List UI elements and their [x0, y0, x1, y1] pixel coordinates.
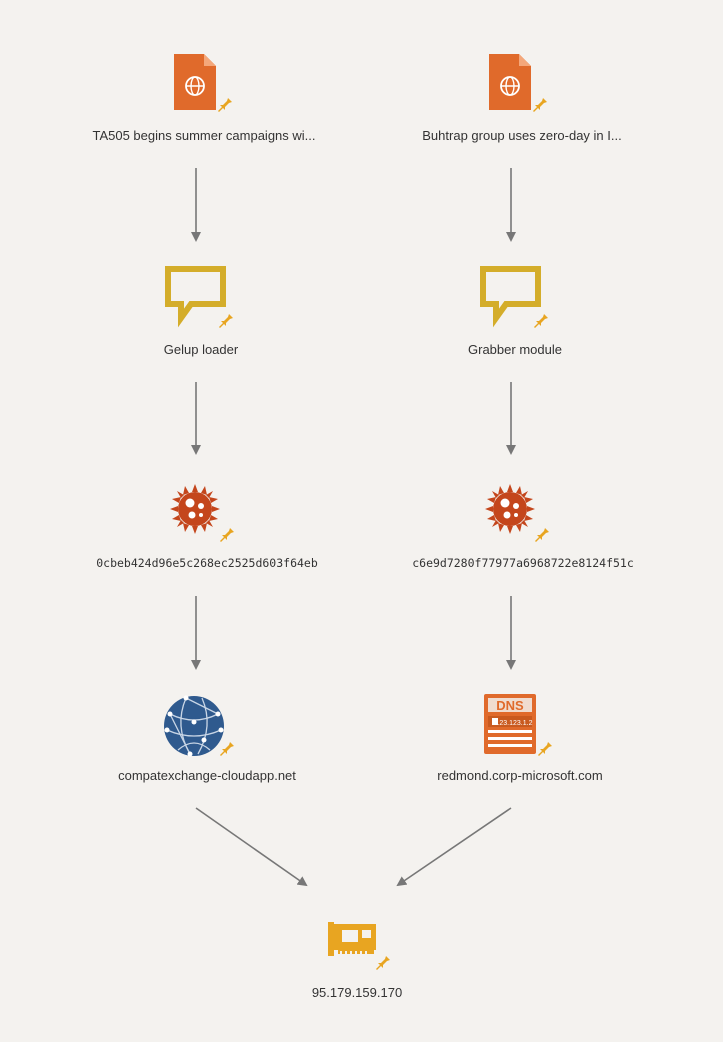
globe-network-icon: [164, 695, 224, 757]
dns-server-icon: DNS 123.123.1.2: [484, 694, 536, 754]
node-label-hash1[interactable]: 0cbeb424d96e5c268ec2525d603f64eb: [96, 556, 318, 570]
report-node-2[interactable]: [489, 54, 547, 112]
pin-icon: [220, 524, 234, 542]
malware-virus-icon: [485, 484, 535, 534]
node-label-tool2[interactable]: Grabber module: [468, 342, 562, 357]
pin-icon: [533, 94, 547, 112]
report-document-globe-icon: [174, 54, 216, 110]
pin-icon: [219, 310, 233, 328]
domain-node-1[interactable]: [164, 695, 234, 757]
node-label-ip[interactable]: 95.179.159.170: [312, 985, 402, 1000]
tool-node-2[interactable]: [480, 266, 548, 328]
hash-node-1[interactable]: [170, 484, 234, 542]
malware-virus-icon: [170, 484, 220, 534]
node-label-hash2[interactable]: c6e9d7280f77977a6968722e8124f51c: [412, 556, 634, 570]
pin-icon: [376, 952, 390, 970]
edges: [191, 168, 516, 887]
ip-node[interactable]: [328, 922, 390, 970]
node-label-domain2[interactable]: redmond.corp-microsoft.com: [437, 768, 602, 783]
edge-domain2-ip: [396, 807, 512, 887]
speech-bubble-icon: [480, 266, 541, 328]
node-label-tool1[interactable]: Gelup loader: [164, 342, 239, 357]
pin-icon: [218, 94, 232, 112]
node-label-domain1[interactable]: compatexchange-cloudapp.net: [118, 768, 296, 783]
pin-icon: [538, 738, 552, 756]
tool-node-1[interactable]: [165, 266, 233, 328]
dns-icon-subtext: 123.123.1.2: [496, 720, 533, 727]
edge-domain1-ip: [195, 807, 308, 887]
dns-icon-text: DNS: [496, 698, 524, 713]
node-label-report2[interactable]: Buhtrap group uses zero-day in I...: [422, 128, 621, 143]
domain-node-2[interactable]: DNS 123.123.1.2: [484, 694, 552, 756]
speech-bubble-icon: [165, 266, 226, 328]
pin-icon: [534, 310, 548, 328]
report-node-1[interactable]: [174, 54, 232, 112]
pin-icon: [220, 738, 234, 756]
hash-node-2[interactable]: [485, 484, 549, 542]
pin-icon: [535, 524, 549, 542]
report-document-globe-icon: [489, 54, 531, 110]
node-label-report1[interactable]: TA505 begins summer campaigns wi...: [92, 128, 315, 143]
network-card-icon: [328, 922, 376, 956]
